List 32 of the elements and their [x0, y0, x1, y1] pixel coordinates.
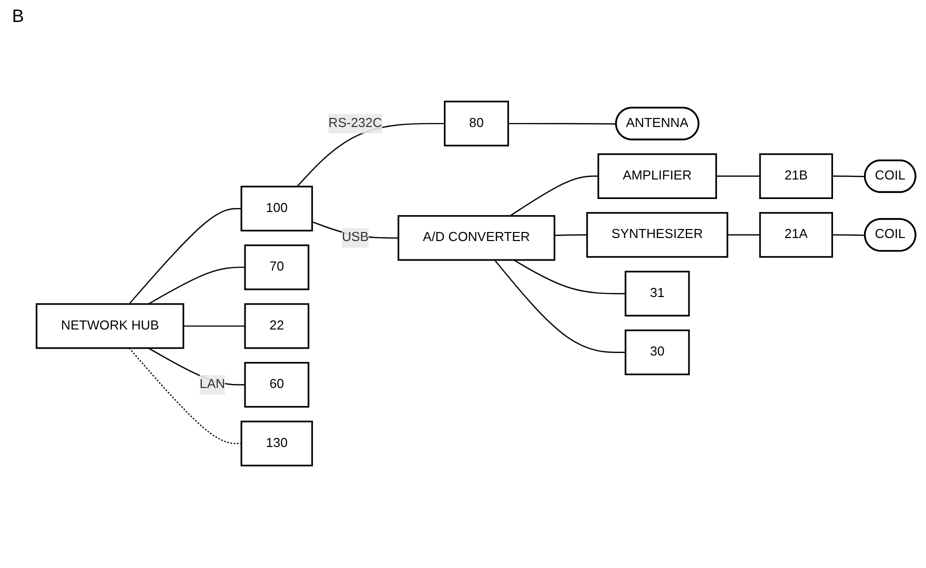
edge-label: RS-232C: [328, 116, 382, 131]
connector: [508, 123, 616, 126]
connector: [183, 326, 246, 328]
connector: [128, 348, 242, 445]
connector: [128, 208, 242, 305]
node-box: 80: [444, 101, 509, 147]
node-box: AMPLIFIER: [598, 154, 717, 200]
node-box: 70: [244, 244, 310, 291]
node-box: 21B: [759, 154, 834, 200]
node-box: NETWORK HUB: [36, 304, 184, 350]
edge-label: LAN: [200, 378, 226, 392]
node-box: A/D CONVERTER: [398, 216, 556, 262]
connector: [494, 260, 626, 354]
node-box: 60: [244, 362, 310, 408]
edge-label: USB: [342, 231, 369, 245]
connector: [148, 267, 246, 306]
node-box: 100: [240, 186, 313, 232]
node-box: 22: [244, 304, 310, 350]
node-box: 130: [240, 421, 313, 467]
connector: [513, 260, 626, 295]
connector: [832, 234, 866, 236]
node-box: SYNTHESIZER: [586, 212, 728, 258]
node-box: 31: [624, 271, 690, 317]
connector: [554, 234, 588, 236]
connector: [832, 176, 866, 178]
connector: [727, 234, 760, 236]
node-box: 21A: [759, 212, 834, 258]
connector: [296, 123, 445, 188]
panel-label: B: [12, 6, 24, 27]
connector: [510, 176, 598, 217]
connector: [716, 176, 760, 178]
node-box: 30: [624, 330, 690, 376]
